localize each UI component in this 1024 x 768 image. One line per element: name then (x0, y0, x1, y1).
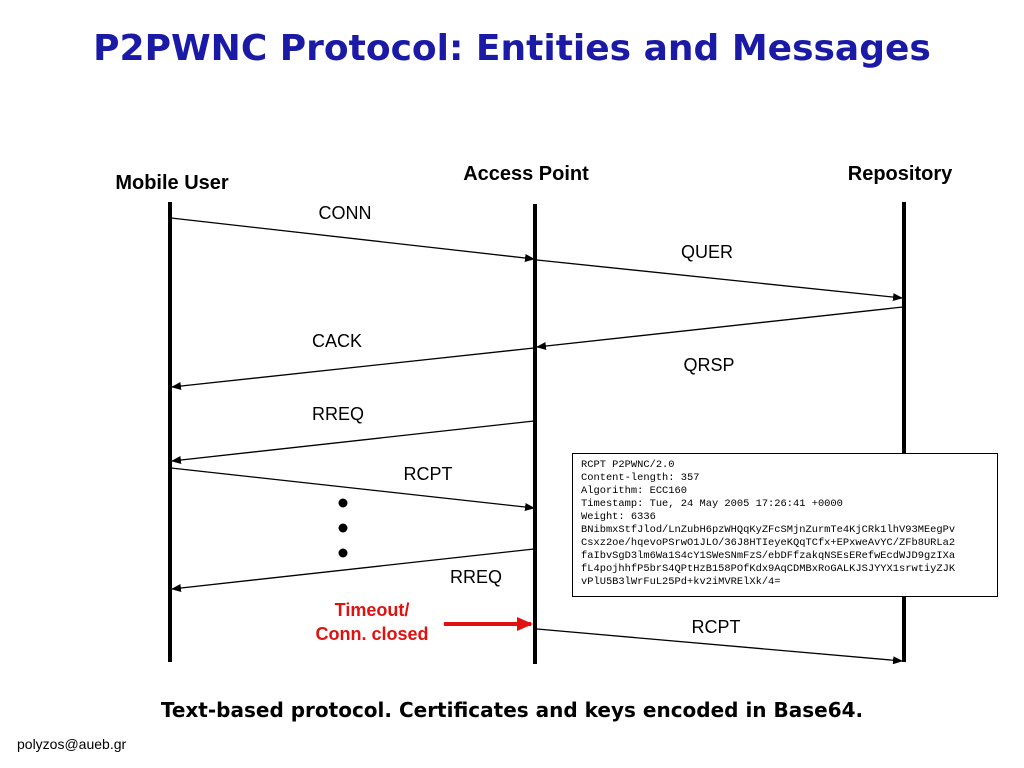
entity-mobile-user: Mobile User (115, 172, 229, 194)
receipt-line: BNibmxStfJlod/LnZubH6pzWHQqKyZFcSMjnZurm… (581, 524, 956, 536)
msg-rreq-2-label: RREQ (450, 567, 502, 587)
arrow-quer (536, 259, 903, 302)
entity-access-point: Access Point (463, 163, 589, 185)
timeout-note-line2: Conn. closed (315, 624, 428, 644)
arrow-cack (171, 347, 535, 391)
arrow-conn (170, 217, 535, 262)
msg-rcpt-label: RCPT (404, 464, 453, 484)
receipt-line: Algorithm: ECC160 (581, 485, 688, 497)
msg-cack-label: CACK (312, 331, 362, 351)
arrow-qrsp (536, 306, 904, 350)
receipt-line: RCPT P2PWNC/2.0 (581, 459, 675, 471)
msg-qrsp-label: QRSP (683, 355, 734, 375)
msg-rreq-label: RREQ (312, 404, 364, 424)
footer-email: polyzos@aueb.gr (17, 736, 127, 752)
bottom-caption: Text-based protocol. Certificates and ke… (160, 698, 864, 722)
receipt-line: Timestamp: Tue, 24 May 2005 17:26:41 +00… (581, 498, 843, 510)
receipt-line: Csxz2oe/hqevoPSrwO1JLO/36J8HTIeyeKQqTCfx… (581, 537, 956, 549)
arrow-rcpt (170, 467, 535, 511)
arrow-rreq-2 (171, 548, 535, 592)
msg-conn-label: CONN (319, 203, 372, 223)
ellipsis-dot (338, 548, 348, 558)
arrow-rreq (171, 420, 535, 464)
receipt-line: fL4pojhhfP5brS4QPtHzB158POfKdx9AqCDMBxRo… (581, 563, 956, 575)
receipt-line: Weight: 6336 (581, 511, 656, 523)
ellipsis-dot (338, 523, 348, 533)
arrow-rcpt-2 (536, 628, 903, 665)
receipt-line: faIbvSgD3lm6Wa1S4cY1SWeSNmFzS/ebDFfzakqN… (581, 550, 956, 562)
page-title: P2PWNC Protocol: Entities and Messages (93, 28, 931, 69)
msg-rcpt-2-label: RCPT (692, 617, 741, 637)
msg-quer-label: QUER (681, 242, 733, 262)
ellipsis-dot (338, 498, 348, 508)
timeout-note-line1: Timeout/ (335, 600, 410, 620)
receipt-line: Content-length: 357 (581, 472, 700, 484)
receipt-line: vPlU5B3lWrFuL25Pd+kv2iMVRElXk/4= (581, 576, 781, 588)
entity-repository: Repository (848, 163, 953, 185)
